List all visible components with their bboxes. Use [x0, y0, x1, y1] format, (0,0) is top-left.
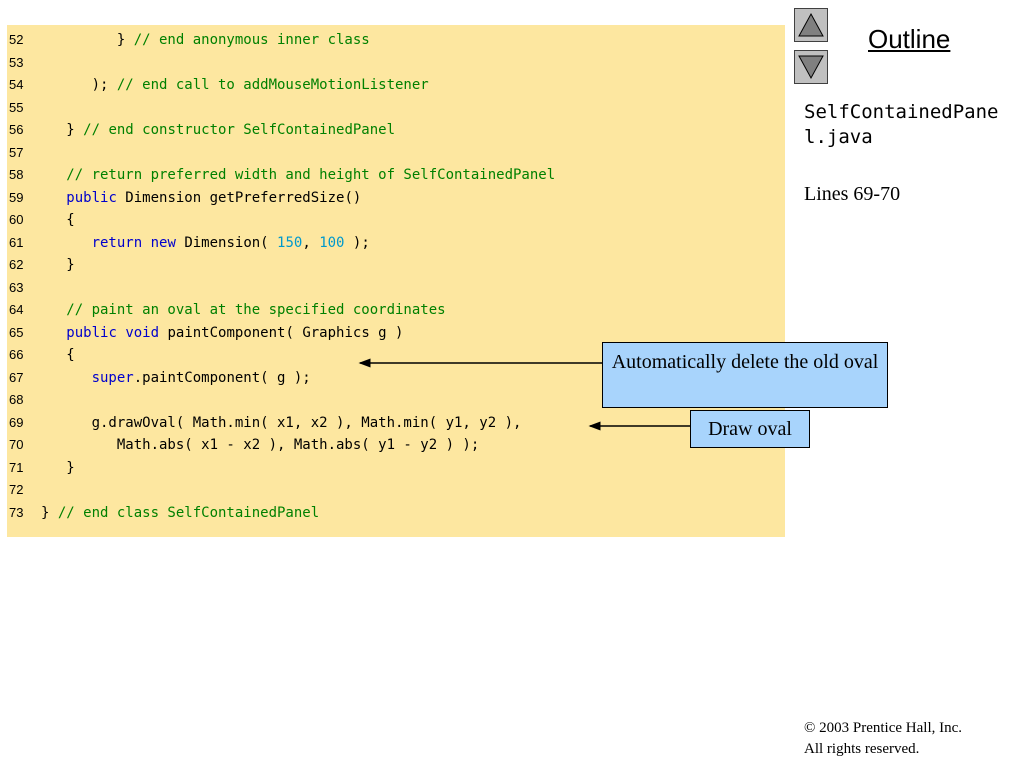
code-token: } [41, 459, 75, 476]
line-number: 61 [9, 234, 24, 250]
triangle-up-icon [798, 12, 824, 37]
line-number: 65 [9, 324, 24, 340]
code-token: g.drawOval( Math.min( x1, x2 ), Math.min… [41, 414, 522, 431]
code-token: } [41, 257, 75, 273]
line-number: 52 [9, 32, 24, 47]
code-token: new [150, 234, 176, 251]
code-text: // paint an oval at the specified coordi… [41, 299, 446, 321]
line-number: 58 [9, 167, 24, 182]
line-number: 62 [9, 257, 24, 272]
code-text: } // end constructor SelfContainedPanel [41, 119, 395, 141]
line-number: 64 [9, 302, 24, 317]
line-number: 56 [9, 122, 24, 137]
code-token: } [41, 122, 84, 138]
line-number: 71 [9, 459, 24, 475]
code-token: void [125, 324, 160, 341]
lines-reference: Lines 69-70 [804, 183, 901, 205]
code-token: // paint an oval at the specified coordi… [41, 302, 446, 318]
code-token: 100 [319, 234, 345, 251]
line-number: 57 [9, 144, 24, 160]
line-number: 67 [9, 369, 24, 385]
line-number: 68 [9, 392, 24, 407]
line-number: 63 [9, 279, 24, 295]
code-text: } [41, 254, 75, 276]
code-listing: 52 } // end anonymous inner class 53 54 );… [7, 25, 785, 537]
code-token: Math.abs( x1 - x2 ), Math.abs( y1 - y2 )… [41, 437, 480, 453]
copyright-notice: © 2003 Prentice Hall, Inc. All rights re… [804, 718, 962, 760]
code-token: // return preferred width and height of … [41, 167, 556, 183]
line-number: 72 [9, 482, 24, 497]
line-number: 55 [9, 99, 24, 115]
code-token: public [66, 189, 117, 206]
triangle-down-icon [798, 55, 824, 80]
code-token [41, 325, 66, 341]
callout-draw-oval: Draw oval [690, 410, 810, 448]
code-token: Dimension getPreferredSize() [116, 189, 362, 206]
code-token [41, 370, 92, 386]
line-number: 60 [9, 212, 24, 227]
code-token: ); [41, 77, 117, 93]
code-text: } // end anonymous inner class [41, 29, 370, 51]
line-number: 69 [9, 414, 24, 430]
copyright-line-1: © 2003 Prentice Hall, Inc. [804, 720, 963, 736]
line-number: 66 [9, 347, 24, 362]
code-text: public Dimension getPreferredSize() [41, 187, 361, 209]
code-text: } [41, 457, 75, 479]
code-text: { [41, 209, 75, 231]
outline-link[interactable]: Outline [868, 24, 951, 54]
code-token: // end constructor SelfContainedPanel [83, 122, 396, 138]
line-number: 70 [9, 437, 24, 452]
code-token: 150 [277, 234, 303, 251]
line-number: 53 [9, 54, 24, 70]
code-text: g.drawOval( Math.min( x1, x2 ), Math.min… [41, 412, 522, 434]
code-token: paintComponent( Graphics g ) [159, 324, 404, 341]
code-text: Math.abs( x1 - x2 ), Math.abs( y1 - y2 )… [41, 434, 479, 456]
code-token: { [41, 347, 75, 363]
code-token: , [302, 234, 320, 251]
code-text: super.paintComponent( g ); [41, 367, 311, 389]
line-number: 73 [9, 504, 24, 520]
code-token: } [41, 32, 134, 48]
code-token: } [41, 504, 58, 521]
code-token: // end anonymous inner class [133, 32, 370, 48]
code-token: Dimension( [175, 234, 278, 251]
next-slide-button[interactable] [794, 50, 828, 84]
code-text: ); // end call to addMouseMotionListener [41, 74, 429, 96]
copyright-line-2: All rights reserved. [804, 741, 920, 757]
code-token [41, 190, 66, 206]
code-token: return [91, 234, 143, 251]
line-number: 59 [9, 189, 24, 205]
code-token [142, 235, 150, 251]
code-text: } // end class SelfContainedPanel [41, 502, 319, 524]
code-token: // end class SelfContainedPanel [57, 504, 320, 521]
code-token: super [91, 369, 134, 386]
file-name: SelfContainedPanel.java [804, 101, 999, 148]
code-text: public void paintComponent( Graphics g ) [41, 322, 403, 344]
code-text: { [41, 344, 75, 366]
code-token: // end call to addMouseMotionListener [116, 77, 429, 93]
code-token [41, 235, 92, 251]
code-token: public [66, 324, 117, 341]
code-text: // return preferred width and height of … [41, 164, 555, 186]
code-token: ); [344, 234, 370, 251]
callout-delete-old-oval: Automatically delete the old oval [602, 342, 888, 408]
previous-slide-button[interactable] [794, 8, 828, 42]
code-token: .paintComponent( g ); [133, 369, 311, 386]
code-text: return new Dimension( 150, 100 ); [41, 232, 370, 254]
line-number: 54 [9, 77, 24, 92]
code-token: { [41, 212, 75, 228]
